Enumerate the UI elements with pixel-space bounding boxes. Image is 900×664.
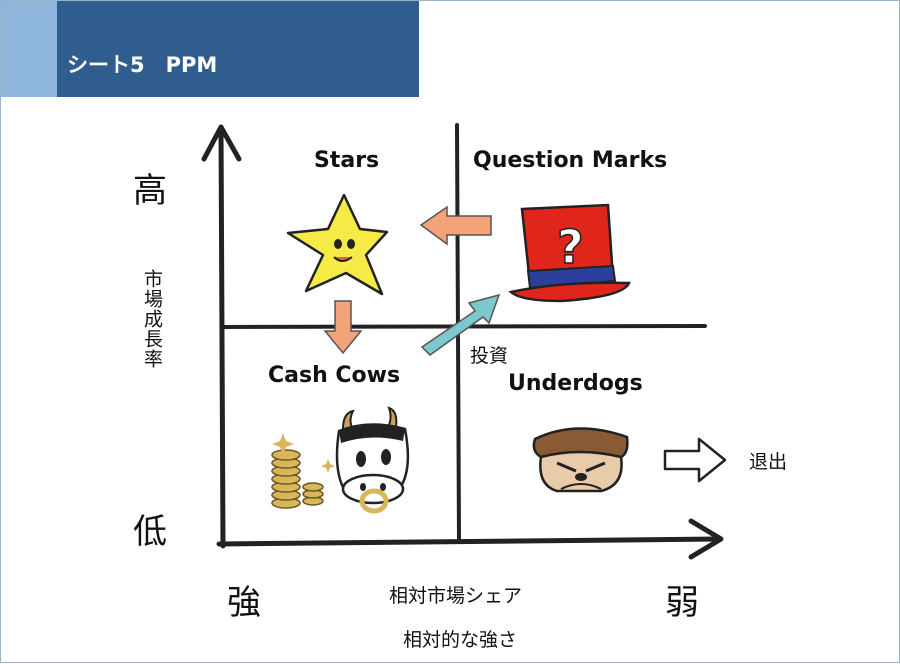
arrow-stars-to-cashcows <box>323 300 363 355</box>
label-cash-cows: Cash Cows <box>268 363 401 388</box>
x-axis <box>216 518 724 560</box>
label-invest: 投資 <box>470 345 509 367</box>
star-icon <box>286 193 389 296</box>
x-axis-strong: 強 <box>227 583 261 623</box>
label-question-marks: Question Marks <box>473 148 668 173</box>
label-exit: 退出 <box>749 451 788 473</box>
arrow-question-to-stars <box>419 205 492 246</box>
y-axis-low: 低 <box>133 512 167 552</box>
title-bar <box>57 1 419 97</box>
y-axis-label: 市場成長率 <box>141 269 163 369</box>
arrow-invest <box>420 293 501 356</box>
title-accent <box>1 1 57 97</box>
cash-cow-icon <box>271 406 410 514</box>
label-stars: Stars <box>314 148 380 173</box>
y-axis <box>201 124 242 549</box>
label-underdogs: Underdogs <box>508 371 643 396</box>
svg-text:?: ? <box>557 220 584 274</box>
exit-arrow-icon <box>663 437 727 483</box>
underdog-icon <box>532 427 629 493</box>
x-axis-label: 相対市場シェア <box>389 585 523 607</box>
slide-title: シート5 PPM <box>67 53 218 77</box>
x-axis-weak: 弱 <box>665 583 699 623</box>
y-axis-high: 高 <box>133 171 167 211</box>
question-hat-icon: ? <box>508 203 631 303</box>
x-axis-sublabel: 相対的な強さ <box>403 629 518 651</box>
